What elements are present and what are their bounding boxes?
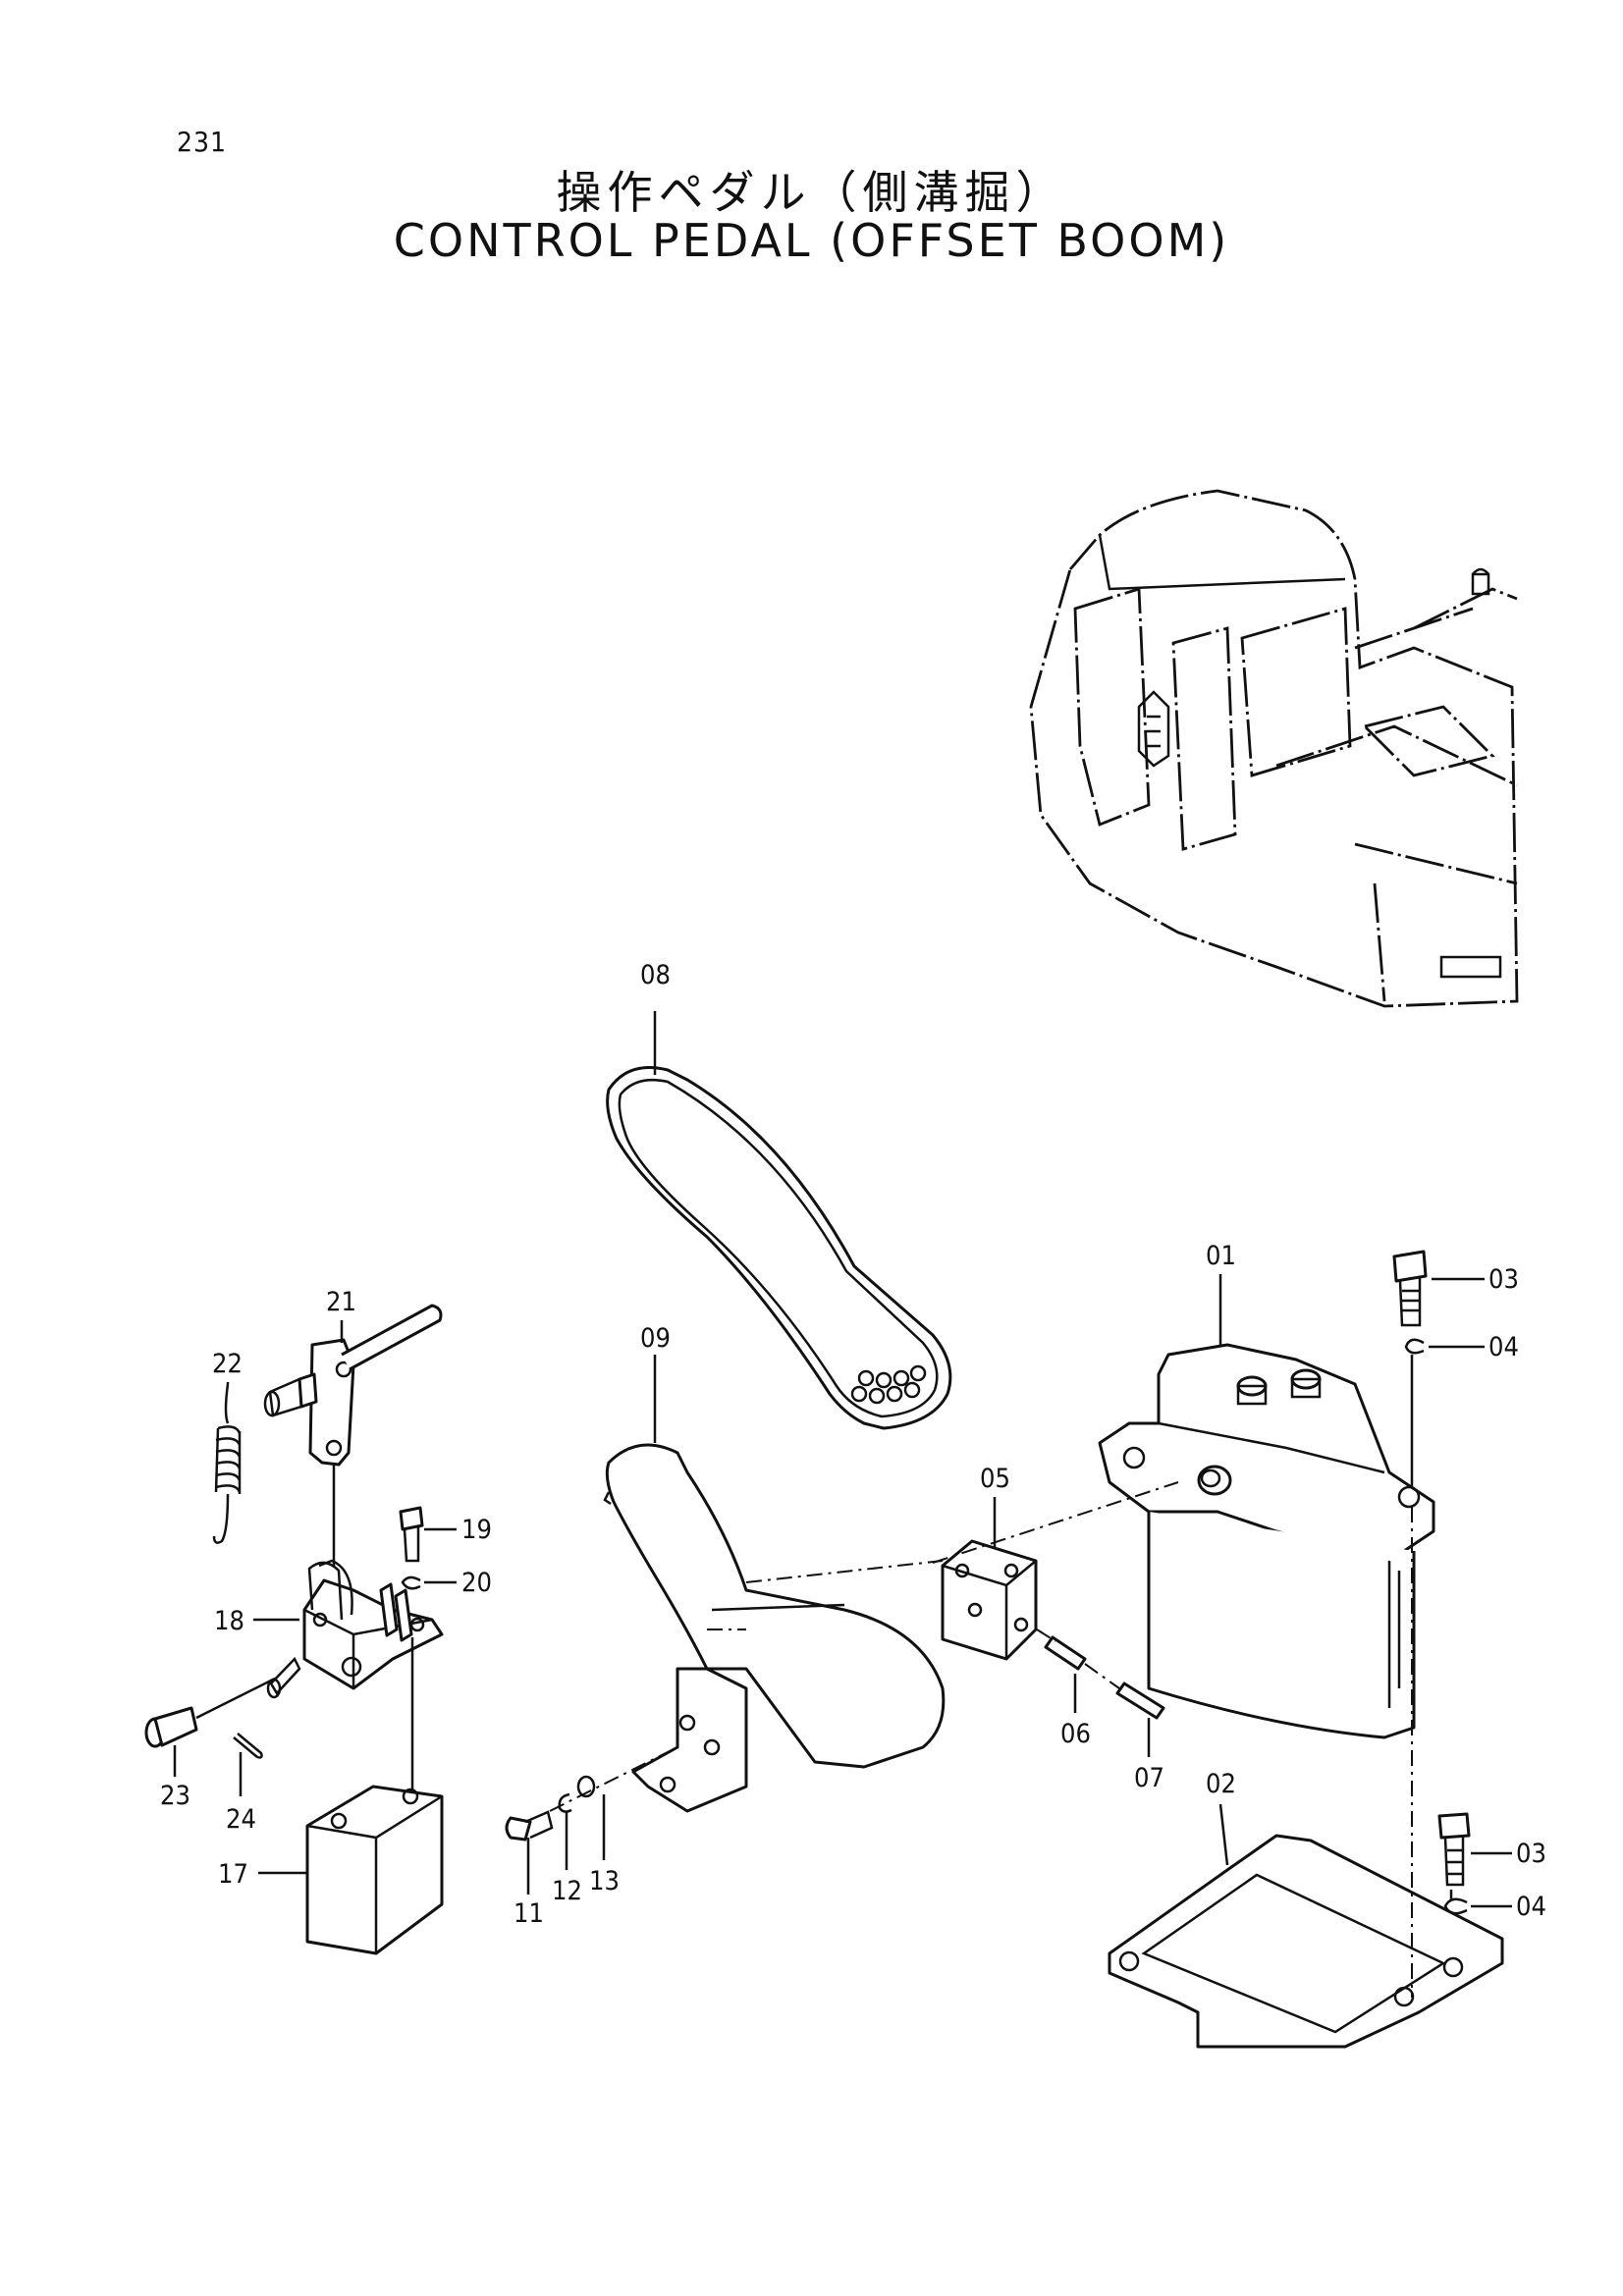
part-callouts: 01 03 04 02 03 04 05 06 07 08 09 11 12 1… [160, 960, 1546, 1929]
part-20-washer [401, 1575, 421, 1590]
callout-03-upper: 03 [1488, 1264, 1519, 1295]
part-03-bolt-upper [1392, 1250, 1428, 1327]
part-06-pin [1044, 1635, 1087, 1671]
part-17-block [305, 1785, 444, 1955]
callout-09: 09 [640, 1323, 671, 1354]
part-23-pin [144, 1706, 198, 1748]
part-21-lever [263, 1304, 443, 1467]
part-11-bolt [505, 1810, 554, 1842]
part-13-washer [576, 1775, 596, 1798]
part-08-pedal-rubber [606, 1066, 952, 1430]
callout-20: 20 [461, 1568, 492, 1598]
leader-lines [173, 1011, 1512, 1908]
callout-19: 19 [461, 1515, 492, 1545]
assembly-centerlines [195, 1355, 1453, 1998]
callout-17: 17 [218, 1859, 248, 1890]
title-english: CONTROL PEDAL (OFFSET BOOM) [393, 214, 1230, 267]
pedal-tread-grips [850, 1364, 927, 1405]
part-09-pedal [603, 1443, 946, 1813]
part-22-spring [212, 1383, 242, 1544]
part-03-bolt-lower [1437, 1812, 1471, 1887]
part-24-cotter-pin [233, 1733, 263, 1759]
callout-18: 18 [214, 1606, 244, 1636]
page-number: 231 [177, 126, 228, 158]
callout-24: 24 [226, 1804, 256, 1835]
callout-04-upper: 04 [1488, 1332, 1519, 1362]
part-04-washer-upper [1404, 1338, 1425, 1355]
part-01-control-valve [1098, 1343, 1435, 1739]
part-07-pin [1115, 1682, 1165, 1720]
callout-01: 01 [1206, 1241, 1236, 1271]
part-12-washer [558, 1792, 572, 1813]
part-19-bolt [399, 1506, 424, 1563]
callout-08: 08 [640, 960, 671, 990]
callout-12: 12 [552, 1876, 582, 1906]
part-18-bracket [266, 1559, 444, 1699]
callout-23: 23 [160, 1781, 190, 1811]
callout-11: 11 [514, 1898, 544, 1929]
callout-04-lower: 04 [1516, 1892, 1546, 1922]
callout-21: 21 [326, 1287, 356, 1317]
callout-03-lower: 03 [1516, 1839, 1546, 1869]
title-japanese: 操作ペダル（側溝掘） [556, 166, 1067, 219]
callout-06: 06 [1060, 1719, 1091, 1749]
callout-02: 02 [1206, 1769, 1236, 1799]
callout-05: 05 [980, 1464, 1010, 1494]
callout-13: 13 [589, 1866, 620, 1896]
part-04-washer-lower [1443, 1897, 1468, 1915]
callout-07: 07 [1134, 1763, 1164, 1793]
excavator-cab-illustration [1029, 489, 1519, 1008]
callout-22: 22 [212, 1349, 243, 1379]
part-05-block [941, 1539, 1038, 1661]
part-02-bracket-plate [1108, 1834, 1504, 2049]
